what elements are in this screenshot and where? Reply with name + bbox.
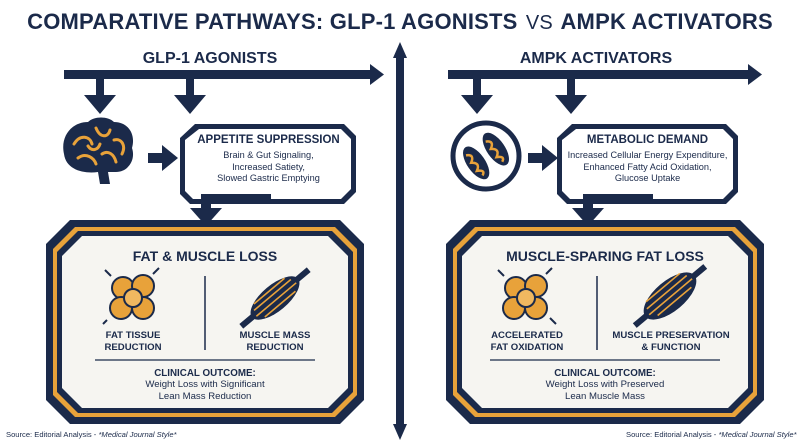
metabolic-demand-text: METABOLIC DEMAND Increased Cellular Ener… — [560, 134, 735, 185]
appetite-line: Brain & Gut Signaling, — [223, 150, 314, 160]
metabolic-line: Increased Cellular Energy Expenditure, — [567, 150, 728, 160]
metabolic-line: Enhanced Fatty Acid Oxidation, — [583, 161, 712, 172]
left-result-title: FAT & MUSCLE LOSS — [132, 248, 278, 264]
appetite-line: Slowed Gastric Emptying — [217, 173, 320, 183]
right-source-note: Source: Editorial Analysis - *Medical Jo… — [626, 430, 797, 439]
title-left: COMPARATIVE PATHWAYS: GLP-1 AGONISTS — [27, 9, 518, 34]
appetite-description: Brain & Gut Signaling, Increased Satiety… — [186, 150, 351, 185]
metabolic-to-result-arrow — [572, 194, 653, 226]
label-line: REDUCTION — [246, 341, 304, 353]
appetite-title: APPETITE SUPPRESSION — [197, 134, 340, 146]
brain-icon — [63, 117, 134, 184]
metabolic-title: METABOLIC DEMAND — [586, 134, 709, 146]
appetite-line: Increased Satiety, — [232, 161, 305, 172]
left-top-bar — [64, 64, 384, 114]
left-item-1-label: FAT TISSUE REDUCTION — [58, 330, 208, 353]
label-line: FAT OXIDATION — [490, 341, 564, 353]
label-line: & FUNCTION — [641, 341, 701, 353]
fat-cells-icon — [102, 267, 160, 325]
label-line: MUSCLE MASS — [239, 330, 311, 341]
label-line: REDUCTION — [104, 341, 162, 353]
outcome-line: Weight Loss with Significant — [145, 379, 265, 390]
outcome-line: Lean Muscle Mass — [565, 390, 645, 402]
center-divider — [393, 42, 407, 440]
right-clinical-outcome: CLINICAL OUTCOME: Weight Loss with Prese… — [455, 368, 755, 402]
outcome-line: Lean Mass Reduction — [158, 390, 252, 402]
left-source-note: Source: Editorial Analysis - *Medical Jo… — [6, 430, 177, 439]
outcome-heading: CLINICAL OUTCOME: — [554, 368, 656, 379]
arrow-mito-to-metabolic — [528, 145, 558, 171]
source-text: Source: Editorial Analysis - — [626, 430, 719, 439]
title-right: AMPK ACTIVATORS — [560, 9, 773, 34]
right-result-title: MUSCLE-SPARING FAT LOSS — [506, 248, 704, 264]
right-top-bar — [448, 64, 762, 114]
left-clinical-outcome: CLINICAL OUTCOME: Weight Loss with Signi… — [55, 368, 355, 402]
fat-cells-icon — [497, 267, 557, 325]
appetite-suppression-text: APPETITE SUPPRESSION Brain & Gut Signali… — [186, 134, 351, 185]
metabolic-description: Increased Cellular Energy Expenditure, E… — [560, 150, 735, 185]
muscle-icon — [239, 267, 311, 329]
right-heading: AMPK ACTIVATORS — [519, 50, 673, 67]
outcome-line: Weight Loss with Preserved — [545, 379, 665, 390]
appetite-suppression-box — [180, 124, 356, 204]
page-title: COMPARATIVE PATHWAYS: GLP-1 AGONISTS VS … — [0, 9, 800, 35]
right-item-1-label: ACCELERATED FAT OXIDATION — [452, 330, 602, 353]
arrow-brain-to-appetite — [148, 145, 178, 171]
outcome-heading: CLINICAL OUTCOME: — [154, 368, 256, 379]
metabolic-line: Glucose Uptake — [614, 173, 681, 183]
left-item-2-label: MUSCLE MASS REDUCTION — [200, 330, 350, 353]
fat-muscle-loss-panel — [46, 220, 364, 424]
source-italic: *Medical Journal Style* — [98, 430, 177, 439]
source-text: Source: Editorial Analysis - — [6, 430, 99, 439]
mitochondria-icon — [450, 120, 522, 192]
metabolic-demand-box — [557, 124, 738, 204]
label-line: MUSCLE PRESERVATION — [612, 330, 730, 341]
label-line: ACCELERATED — [491, 330, 563, 341]
muscle-icon — [632, 264, 708, 328]
title-vs: VS — [525, 12, 553, 34]
right-item-2-label: MUSCLE PRESERVATION & FUNCTION — [596, 330, 746, 353]
left-heading: GLP-1 AGONISTS — [142, 50, 278, 67]
label-line: FAT TISSUE — [105, 330, 161, 341]
appetite-to-result-arrow — [190, 194, 271, 226]
source-italic: *Medical Journal Style* — [718, 430, 797, 439]
